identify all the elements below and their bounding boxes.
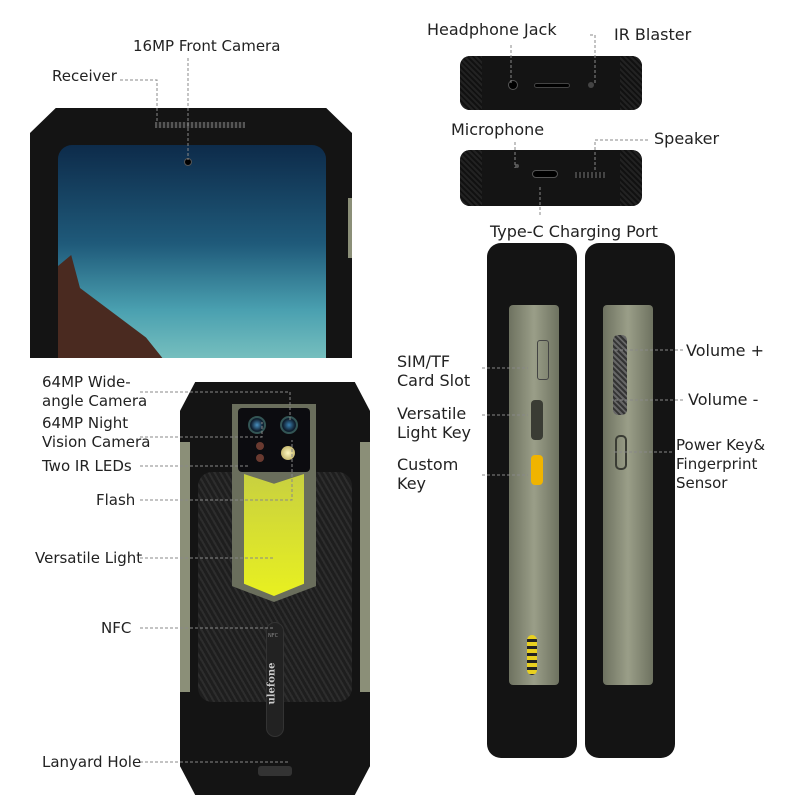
label-line: 64MP Wide-	[42, 373, 131, 391]
label-versatile-light: Versatile Light	[35, 549, 143, 567]
grip	[620, 56, 642, 110]
flash-icon	[281, 446, 295, 460]
power-fingerprint-key	[615, 435, 627, 470]
label-volume-up: Volume +	[686, 341, 764, 360]
night-camera-lens	[280, 416, 298, 434]
label-line: Card Slot	[397, 371, 471, 390]
screen	[58, 145, 326, 358]
wide-camera-lens	[248, 416, 266, 434]
label-microphone: Microphone	[451, 120, 545, 139]
label-nfc: NFC	[101, 619, 132, 637]
label-line: Fingerprint	[676, 455, 758, 473]
pogo-pins	[527, 635, 537, 675]
label-flash: Flash	[96, 491, 136, 509]
speaker-grille	[575, 172, 605, 178]
grip	[460, 56, 482, 110]
nfc-badge: NFC	[268, 633, 279, 639]
usb-c-port-icon	[532, 170, 558, 178]
label-charging-port: Type-C Charging Port	[490, 222, 658, 241]
label-line: Versatile	[397, 404, 467, 423]
versatile-light-panel	[244, 474, 304, 596]
label-line: Vision Camera	[42, 433, 151, 451]
label-ir-leds: Two IR LEDs	[42, 457, 132, 475]
bottom-edge-view	[460, 150, 642, 206]
top-slot	[534, 83, 570, 88]
brand-strip: NFC ulefone	[266, 622, 284, 737]
camera-glass	[238, 408, 310, 472]
side-button-front	[348, 198, 352, 258]
label-line: Key	[397, 474, 427, 493]
label-headphone-jack: Headphone Jack	[427, 20, 557, 39]
right-side-view	[585, 243, 675, 758]
top-edge-view	[460, 56, 642, 110]
ir-blaster-icon	[588, 82, 594, 88]
front-camera-punch	[184, 158, 192, 166]
label-line: SIM/TF	[397, 352, 451, 371]
volume-rocker	[613, 335, 627, 415]
label-line: Light Key	[397, 423, 472, 442]
label-lanyard-hole: Lanyard Hole	[42, 753, 142, 771]
receiver-grille	[155, 122, 245, 128]
label-line: Custom	[397, 455, 459, 474]
headphone-jack-icon	[508, 80, 518, 90]
grip	[620, 150, 642, 206]
microphone-icon	[515, 164, 519, 168]
label-ir-blaster: IR Blaster	[614, 25, 692, 44]
label-line: 64MP Night	[42, 414, 129, 432]
ir-led-icon	[256, 442, 264, 450]
versatile-light-key	[531, 400, 543, 440]
olive-side-panel	[603, 305, 653, 685]
grip	[460, 150, 482, 206]
label-line: Sensor	[676, 474, 728, 492]
olive-side-trim	[360, 442, 370, 692]
rock-formation	[58, 255, 168, 358]
olive-side-panel	[509, 305, 559, 685]
front-view-phone	[30, 108, 352, 358]
label-receiver: Receiver	[52, 67, 117, 85]
label-volume-down: Volume -	[688, 390, 759, 409]
label-front-camera: 16MP Front Camera	[133, 37, 281, 55]
custom-key	[531, 455, 543, 485]
brand-logo: ulefone	[266, 662, 278, 705]
ir-led-icon	[256, 454, 264, 462]
lanyard-hole	[258, 766, 292, 776]
label-line: angle Camera	[42, 392, 148, 410]
back-view-phone: NFC ulefone	[180, 382, 370, 795]
olive-side-trim	[180, 442, 190, 692]
label-speaker: Speaker	[654, 129, 720, 148]
label-wide-camera: 64MP Wide-angle Camera	[42, 373, 147, 411]
sim-tray	[537, 340, 549, 380]
left-side-view	[487, 243, 577, 758]
label-line: Power Key&	[676, 436, 766, 454]
